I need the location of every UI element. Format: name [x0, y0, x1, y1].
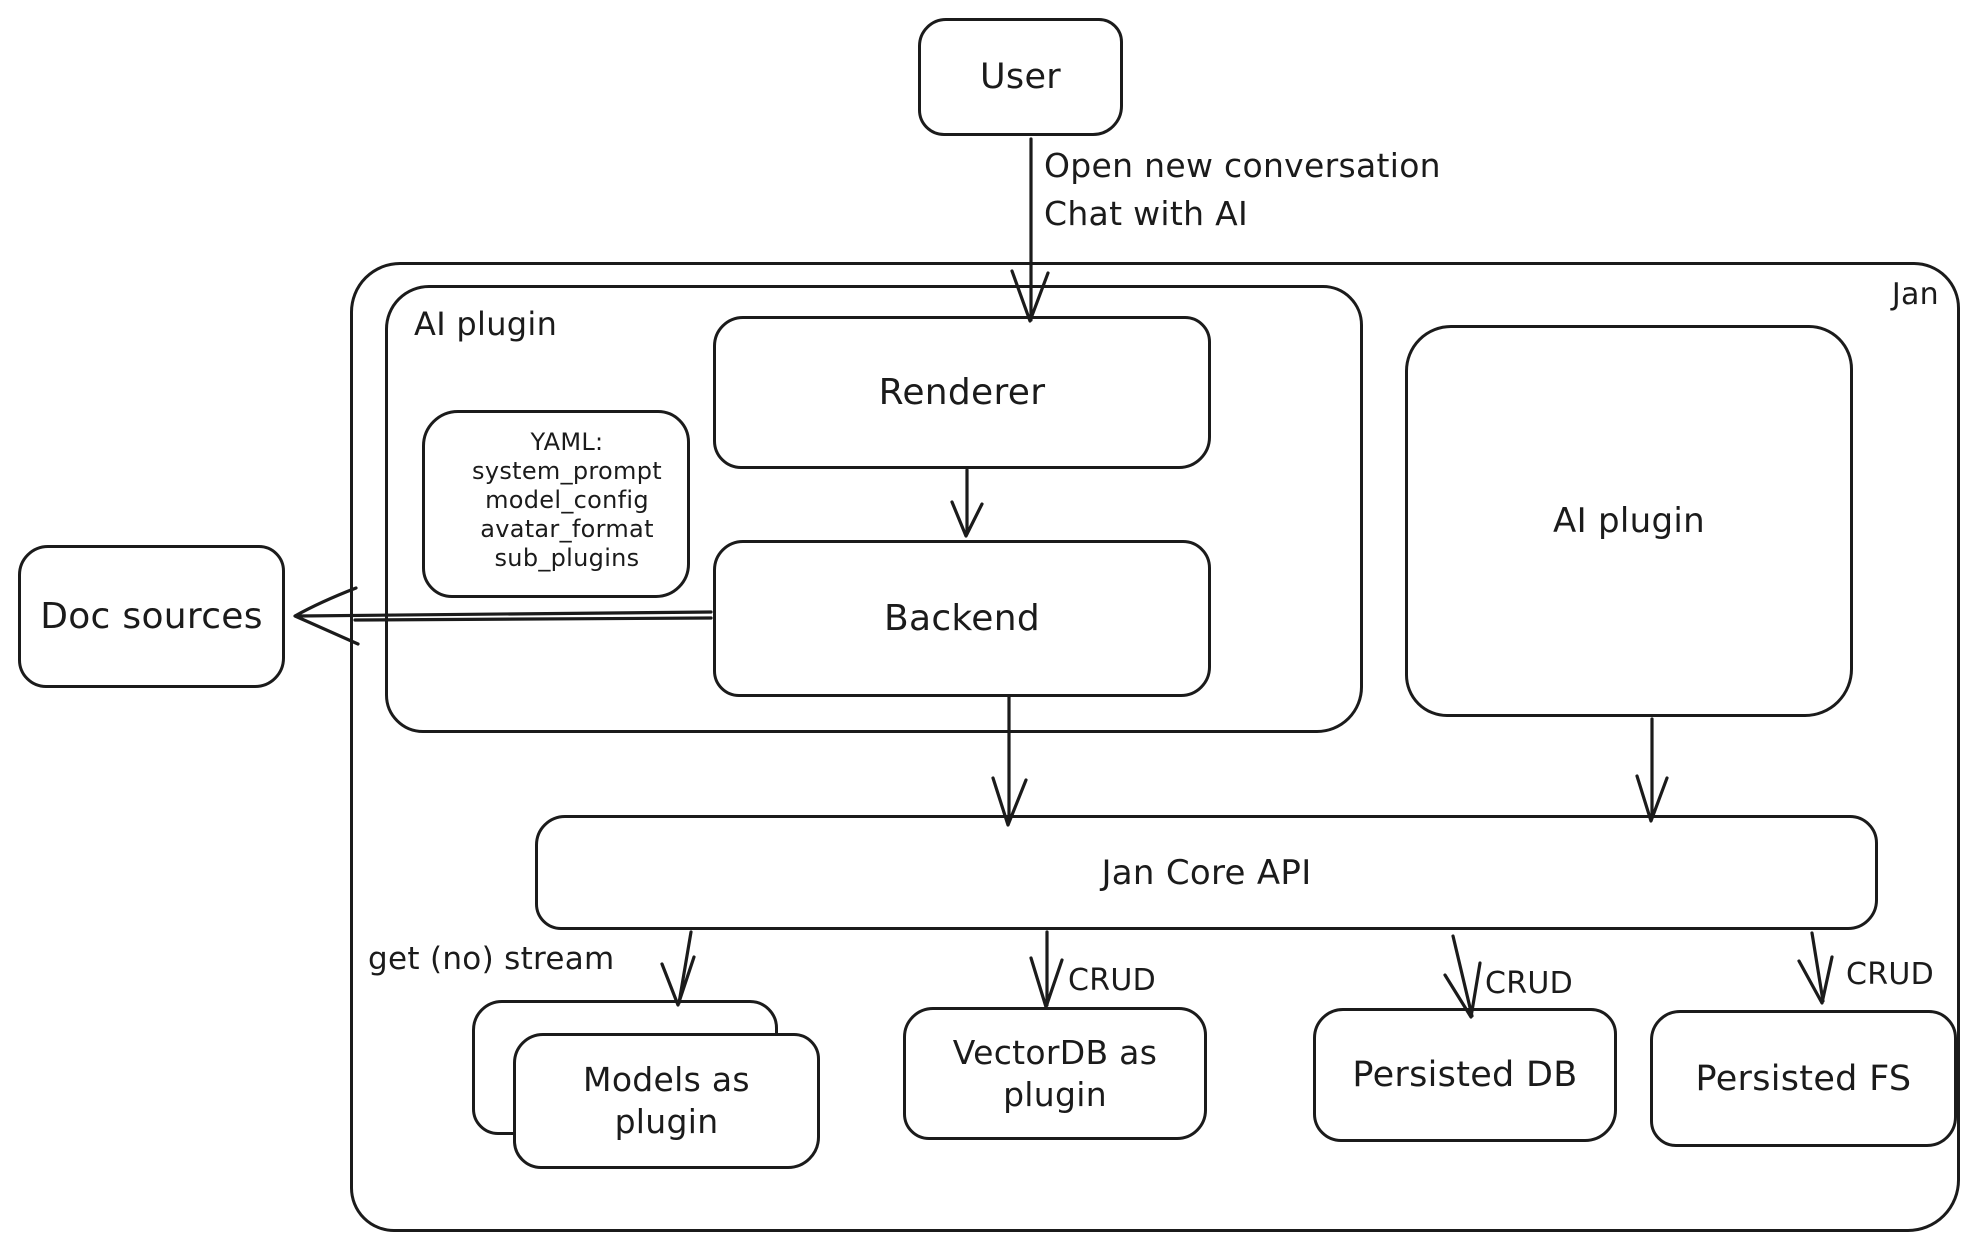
edge-label-crud-vectordb: CRUD	[1068, 963, 1157, 998]
yaml-line-system-prompt: system_prompt	[472, 457, 662, 485]
node-backend: Backend	[713, 540, 1211, 697]
node-yaml-note: YAML: system_prompt model_config avatar_…	[422, 410, 690, 598]
persisted-fs-label: Persisted FS	[1695, 1058, 1912, 1099]
yaml-line-title: YAML:	[530, 428, 604, 456]
node-doc-sources: Doc sources	[18, 545, 285, 688]
doc-sources-label: Doc sources	[40, 596, 263, 637]
edge-label-crud-persisted-db: CRUD	[1485, 966, 1574, 1001]
node-renderer: Renderer	[713, 316, 1211, 469]
renderer-label: Renderer	[878, 372, 1046, 413]
persisted-db-label: Persisted DB	[1352, 1055, 1578, 1095]
edge-label-user-action: Open new conversation Chat with AI	[1044, 142, 1441, 238]
node-persisted-db: Persisted DB	[1313, 1008, 1617, 1142]
yaml-line-model-config: model_config	[485, 486, 649, 514]
yaml-line-sub-plugins: sub_plugins	[494, 544, 640, 572]
user-label: User	[980, 57, 1061, 97]
jan-core-api-label: Jan Core API	[1101, 852, 1312, 893]
ai-plugin-label: AI plugin	[1553, 501, 1705, 541]
node-models-plugin: Models as plugin	[513, 1033, 820, 1169]
edge-label-get-no-stream: get (no) stream	[368, 941, 615, 977]
jan-container-label: Jan	[1891, 277, 1939, 312]
yaml-line-avatar-format: avatar_format	[480, 515, 654, 543]
ai-plugin-container-label: AI plugin	[414, 305, 558, 343]
edge-label-chat-with-ai: Chat with AI	[1044, 194, 1249, 233]
node-vectordb-plugin: VectorDB as plugin	[903, 1007, 1207, 1140]
models-plugin-label: Models as plugin	[583, 1060, 750, 1141]
node-jan-core-api: Jan Core API	[535, 815, 1878, 930]
node-user: User	[918, 18, 1123, 136]
vectordb-plugin-label: VectorDB as plugin	[952, 1032, 1158, 1114]
edge-label-crud-persisted-fs: CRUD	[1846, 957, 1935, 992]
edge-label-open-conversation: Open new conversation	[1044, 146, 1441, 185]
backend-label: Backend	[883, 598, 1041, 639]
node-ai-plugin: AI plugin	[1405, 325, 1853, 717]
node-persisted-fs: Persisted FS	[1650, 1010, 1957, 1147]
